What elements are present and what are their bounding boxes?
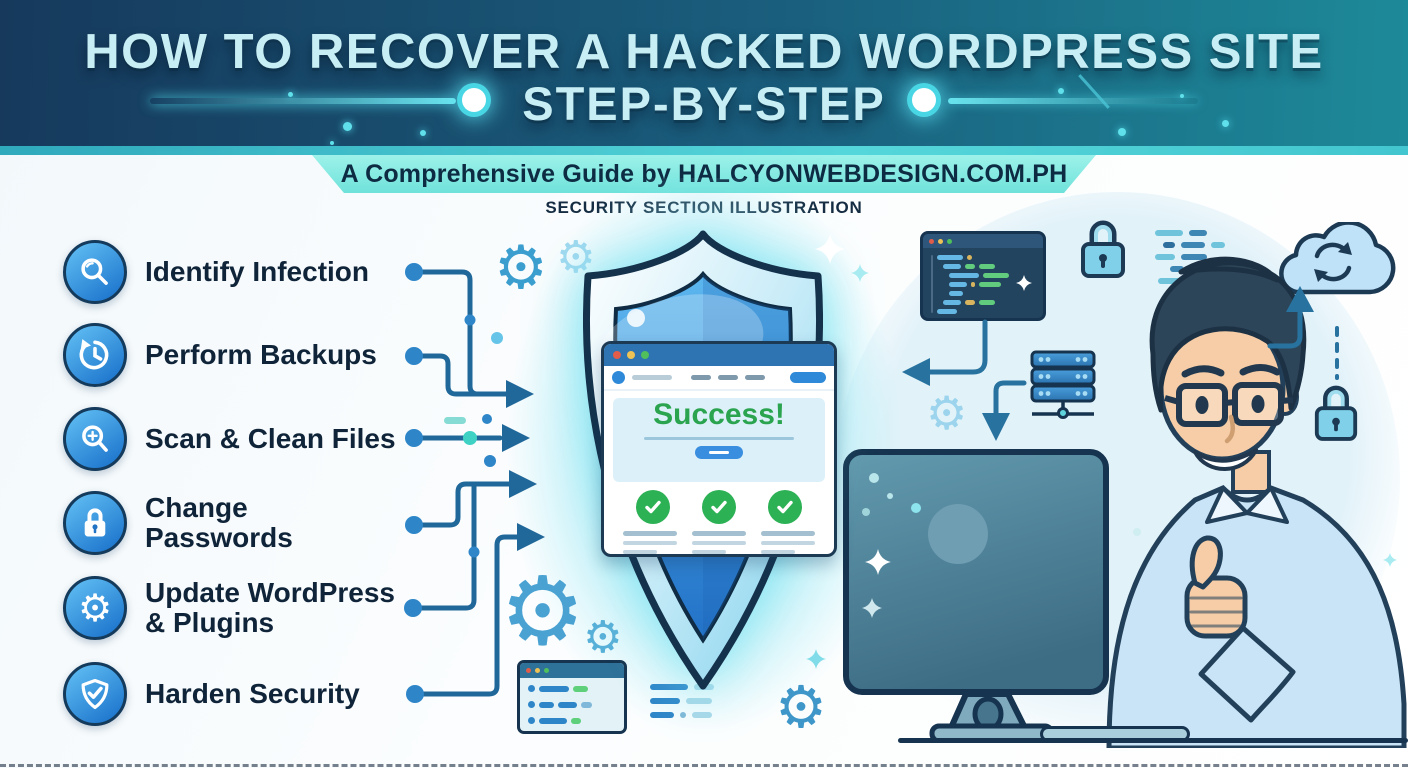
glow-dot [330,141,334,145]
check-icon [636,490,670,524]
hero-panel: Success! [613,398,825,482]
nav-placeholder [745,375,765,380]
glow-dot [420,130,426,136]
mini-browser-titlebar [520,663,624,678]
glow-dot [1118,128,1126,136]
step-label: Harden Security [145,677,360,709]
bottom-dashed-border [0,764,1408,767]
gear-icon: ⚙ [926,386,968,440]
person-thumbs-up-icon [1106,256,1407,748]
success-browser-window: Success! [601,341,837,557]
step-label: Perform Backups [145,338,377,370]
check-icon [702,490,736,524]
code-window-icon [920,231,1046,321]
glow-ring-left [462,88,486,112]
glow-dot [343,122,352,131]
step-item-5: ⚙ Update WordPress & Plugins [63,576,400,640]
step-item-2: Perform Backups [63,323,377,387]
cloud-sync-icon [1279,222,1396,295]
gear-icon: ⚙ [556,232,596,283]
padlock-icon [63,491,127,555]
window-dot-yellow [627,351,635,359]
scan-files-icon [63,407,127,471]
nav-placeholder [632,375,672,380]
update-gear-icon: ⚙ [63,576,127,640]
server-stack-icon [1030,350,1096,419]
page-title-line1: HOW TO RECOVER A HACKED WORDPRESS SITE [84,25,1324,79]
site-logo-dot [612,371,625,384]
glow-dot [288,92,293,97]
glow-line-right [948,98,1198,104]
checklist-row [604,482,834,524]
nav-cta-button [790,372,826,383]
shield-check-icon [63,662,127,726]
window-dot-green [641,351,649,359]
step-label: Identify Infection [145,255,369,287]
divider [644,437,794,440]
step-item-6: Harden Security [63,662,360,726]
glow-ring-right [912,88,936,112]
code-dashes [1155,230,1207,236]
step-label: Scan & Clean Files [145,422,396,454]
backup-restore-icon [63,323,127,387]
step-item-4: Change Passwords [63,491,400,555]
code-window-titlebar [923,234,1043,248]
glow-dot [1180,94,1184,98]
window-dot-red [929,238,934,244]
step-label: Update WordPress & Plugins [145,576,395,638]
desk-line [898,738,1408,743]
search-icon [63,240,127,304]
window-dot-green [947,238,952,244]
teal-strip [0,146,1408,155]
header-band: HOW TO RECOVER A HACKED WORDPRESS SITE S… [0,0,1408,148]
code-dashes [1163,242,1225,248]
browser-titlebar [604,344,834,366]
step-label: Change Passwords [145,491,293,553]
padlock-icon [1081,220,1125,278]
success-headline: Success! [653,398,785,431]
page-title-line2: STEP-BY-STEP [522,77,886,130]
window-dot-yellow [938,238,943,244]
gear-icon: ⚙ [775,673,827,741]
browser-window-icon [517,660,627,734]
check-icon [768,490,802,524]
gear-glyph: ⚙ [77,586,113,630]
step-item-1: Identify Infection [63,240,369,304]
code-dashes [1155,254,1207,260]
step-item-3: Scan & Clean Files [63,407,396,471]
glow-line-left [150,98,456,104]
glow-dot [1222,120,1229,127]
glow-dot [1058,88,1064,94]
text-placeholder-row [604,524,834,554]
browser-navbar [604,366,834,391]
nav-placeholder [718,375,738,380]
padlock-icon [1314,385,1358,441]
hero-button [695,446,743,459]
gear-icon: ⚙ [583,612,623,663]
nav-placeholder [691,375,711,380]
window-dot-red [613,351,621,359]
subtitle-banner: A Comprehensive Guide by HALCYONWEBDESIG… [312,155,1096,193]
